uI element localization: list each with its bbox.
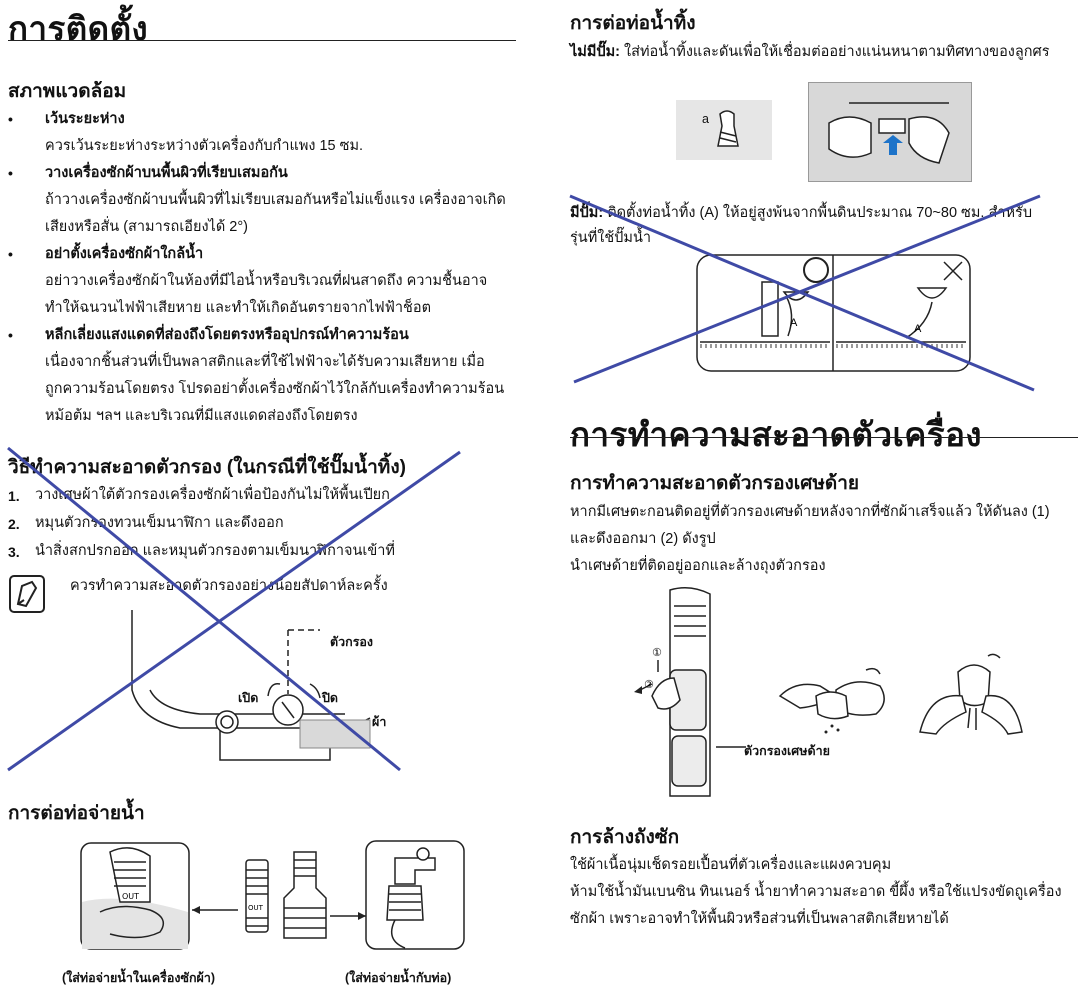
label-lint-filter: ตัวกรองเศษด้าย xyxy=(744,744,830,758)
label-leader-line xyxy=(716,746,746,748)
label-cloth: ผ้า xyxy=(372,715,387,729)
env-item-text: ทำให้ฉนวนไฟฟ้าเสียหาย และทำให้เกิดอันตรา… xyxy=(45,300,431,316)
outlet-hose-parts-illustration: OUT xyxy=(192,851,366,939)
heading-environment: สภาพแวดล้อม xyxy=(8,81,127,102)
drain-hose-image: a xyxy=(676,100,772,160)
section-title-cleaning: การทำความสะอาดตัวเครื่อง xyxy=(570,416,983,453)
pump-text-2: รุ่นที่ใช้ปั๊มน้ำ xyxy=(570,230,651,246)
parts-out-label: OUT xyxy=(248,904,264,912)
env-item-title: หลีกเลี่ยงแสงแดดที่ส่องถึงโดยตรงหรืออุปก… xyxy=(45,327,409,343)
env-item-text: เนื่องจากชิ้นส่วนที่เป็นพลาสติกและที่ใช้… xyxy=(45,354,485,370)
pump-drain-height-illustration: A A xyxy=(696,254,971,372)
pump-paragraph-line1: มีปั๊ม: ติดตั้งท่อน้ำทิ้ง (A) ให้อยู่สูง… xyxy=(570,200,1032,227)
step-number: 2. xyxy=(8,516,20,532)
hands-push-hose-icon xyxy=(828,102,950,164)
step-text: วางเศษผ้าใต้ตัวกรองเครื่องซักผ้าเพื่อป้อ… xyxy=(35,487,390,503)
label-A-right: A xyxy=(914,323,922,335)
env-item-text: ควรเว้นระยะห่างระหว่างตัวเครื่องกับกำแพง… xyxy=(45,138,364,154)
caption-outlet-pipe: (ใส่ท่อจ่ายน้ำกับท่อ) xyxy=(345,971,452,985)
title-rule xyxy=(570,437,1078,438)
label-close: ปิด xyxy=(322,691,339,705)
title-rule xyxy=(8,40,516,41)
heading-tub-cleaning: การล้างถังซัก xyxy=(570,827,680,848)
hose-fitting-icon xyxy=(717,110,739,147)
heading-lint-filter: การทำความสะอาดตัวกรองเศษด้าย xyxy=(570,473,859,494)
lint-text: และดึงออกมา (2) ดังรูป xyxy=(570,531,716,547)
label-a: a xyxy=(702,112,709,126)
label-A-left: A xyxy=(790,317,798,329)
drain-hose-push-image xyxy=(808,82,972,182)
lint-text: นำเศษด้ายที่ติดอยู่ออกและล้างถุงตัวกรอง xyxy=(570,558,826,574)
hands-washing-filter-illustration xyxy=(919,653,1023,735)
env-item-text: เสียงหรือสั่น (สามารถเอียงได้ 2°) xyxy=(45,219,248,235)
pump-label: มีปั๊ม: xyxy=(570,205,604,221)
bullet: • xyxy=(8,165,13,181)
env-item-text: อย่าวางเครื่องซักผ้าในห้องที่มีไอน้ำหรือ… xyxy=(45,273,488,289)
step-number: 3. xyxy=(8,544,20,560)
step-text: นำสิ่งสกปรกออก และหมุนตัวกรองตามเข็มนาฬิ… xyxy=(35,543,395,559)
outlet-hose-machine-illustration: OUT xyxy=(80,842,190,950)
no-pump-paragraph: ไม่มีปั๊ม: ใส่ท่อน้ำทิ้งและดันเพื่อให้เช… xyxy=(570,39,1050,66)
caption-outlet-machine: (ใส่ท่อจ่ายน้ำในเครื่องซักผ้า) xyxy=(62,971,216,985)
step-text: หมุนตัวกรองทวนเข็มนาฬิกา และดึงออก xyxy=(35,515,284,531)
bullet: • xyxy=(8,111,13,127)
label-filter: ตัวกรอง xyxy=(330,635,374,649)
heading-outlet-hose: การต่อท่อจ่ายน้ำ xyxy=(8,803,145,824)
hands-cleaning-filter-illustration xyxy=(778,667,885,734)
bullet: • xyxy=(8,327,13,343)
hose-out-label: OUT xyxy=(122,892,139,901)
env-item-title: อย่าตั้งเครื่องซักผ้าใกล้น้ำ xyxy=(45,246,204,262)
tub-text: ห้ามใช้น้ำมันเบนซิน ทินเนอร์ น้ำยาทำความ… xyxy=(570,884,1062,900)
note-pencil-icon xyxy=(9,575,45,613)
lint-filter-illustration: ① ② xyxy=(634,587,711,797)
pump-text-1: ติดตั้งท่อน้ำทิ้ง (A) ให้อยู่สูงพ้นจากพื… xyxy=(607,205,1033,221)
note-text: ควรทำความสะอาดตัวกรองอย่างน้อยสัปดาห์ละค… xyxy=(70,578,388,594)
heading-filter-cleaning: วิธีทำความสะอาดตัวกรอง (ในกรณีที่ใช้ปั๊ม… xyxy=(8,457,406,478)
step-number: 1. xyxy=(8,488,20,504)
bullet: • xyxy=(8,246,13,262)
env-item-text: ถูกความร้อนโดยตรง โปรดอย่าตั้งเครื่องซัก… xyxy=(45,381,505,397)
env-item-title: วางเครื่องซักผ้าบนพื้นผิวที่เรียบเสมอกัน xyxy=(45,165,288,181)
lint-text: หากมีเศษตะกอนติดอยู่ที่ตัวกรองเศษด้ายหลั… xyxy=(570,504,1050,520)
env-item-text: ถ้าวางเครื่องซักผ้าบนพื้นผิวที่ไม่เรียบเ… xyxy=(45,192,506,208)
lint-mark-1: ① xyxy=(652,646,662,659)
lint-mark-2: ② xyxy=(644,678,654,691)
label-open: เปิด xyxy=(238,691,259,705)
tub-text: ใช้ผ้าเนื้อนุ่มเช็ดรอยเปื้อนที่ตัวเครื่อ… xyxy=(570,857,892,873)
heading-drain-hose: การต่อท่อน้ำทิ้ง xyxy=(570,13,696,34)
no-pump-text: ใส่ท่อน้ำทิ้งและดันเพื่อให้เชื่อมต่ออย่า… xyxy=(624,44,1050,60)
tub-text: ซักผ้า เพราะอาจทำให้พื้นผิวหรือส่วนที่เป… xyxy=(570,911,949,927)
env-item-text: หม้อต้ม ฯลฯ และบริเวณที่มีแสงแดดส่องถึงโ… xyxy=(45,408,358,424)
env-item-title: เว้นระยะห่าง xyxy=(45,111,125,127)
no-pump-label: ไม่มีปั๊ม: xyxy=(570,44,620,60)
outlet-hose-faucet-illustration xyxy=(365,840,465,950)
